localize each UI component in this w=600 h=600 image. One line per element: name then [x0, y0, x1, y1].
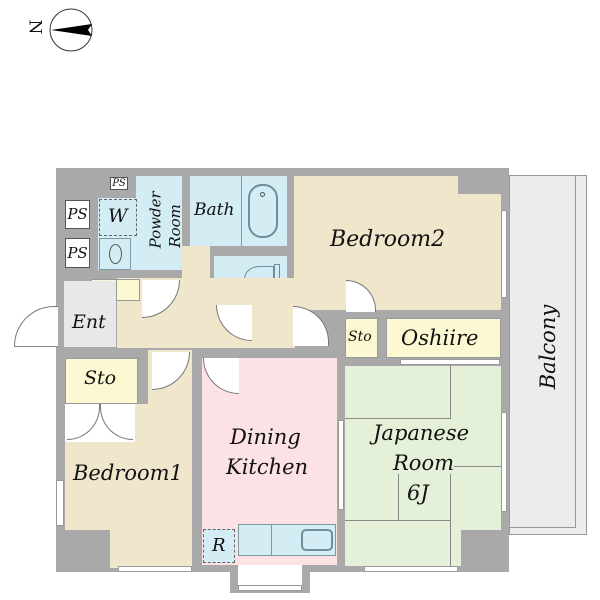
balcony-label: Balcony: [536, 304, 561, 390]
japanese-room: Japanese Room 6J: [345, 366, 501, 566]
japanese-room-right-window: [501, 412, 507, 512]
washer-label: W: [108, 205, 128, 227]
dining-side-window: [338, 420, 344, 510]
refrigerator: R: [203, 529, 235, 563]
column: [65, 530, 110, 568]
powder-room-label-line1: Powder: [146, 191, 165, 249]
balcony-inner-rail: [510, 176, 576, 528]
powder-room-label-line2: Room: [165, 204, 184, 248]
tatami-line: [345, 418, 451, 419]
japanese-room-bottom-window: [364, 566, 458, 572]
bedroom2: Bedroom2: [294, 176, 501, 310]
japanese-room-label-line2: Room: [393, 451, 455, 475]
dining-kitchen-door[interactable]: [203, 358, 239, 394]
bedroom1: Bedroom1: [65, 404, 192, 568]
japanese-room-label-line3: 6J: [407, 481, 429, 505]
storage-bedroom2: Sto: [345, 318, 378, 358]
entrance-door[interactable]: [14, 306, 58, 346]
hallway-ext: [182, 246, 210, 280]
refrigerator-label: R: [212, 535, 226, 556]
wall-segment: [138, 358, 148, 404]
door-leaf: [14, 346, 58, 347]
pipe-space: PS: [65, 200, 90, 229]
bath: Bath: [190, 176, 287, 246]
tatami-line: [345, 520, 451, 521]
kitchen-window: [238, 585, 302, 591]
compass: N: [22, 8, 102, 52]
pipe-space: PS: [110, 177, 128, 190]
bedroom1-bottom-window: [118, 566, 192, 572]
entrance: Ent: [64, 281, 116, 347]
storage-bedroom1-label: Sto: [84, 367, 117, 389]
kitchen-counter: [238, 524, 336, 556]
entrance-label: Ent: [72, 311, 106, 333]
compass-north-label: N: [24, 19, 45, 35]
japanese-room-label-line1: Japanese: [373, 421, 470, 445]
balcony: Balcony: [509, 175, 587, 535]
bedroom1-label: Bedroom1: [73, 461, 183, 485]
pipe-space: PS: [65, 238, 90, 268]
column: [458, 176, 501, 194]
bay-interior: [238, 565, 302, 585]
kitchen-sink-icon: [301, 529, 333, 551]
storage-bedroom2-label: Sto: [348, 329, 372, 345]
tatami-line: [450, 366, 451, 418]
tatami-line: [398, 466, 399, 520]
column: [461, 530, 501, 566]
japanese-room-top-window: [400, 359, 500, 365]
tatami-line: [450, 466, 451, 566]
storage-bedroom1: Sto: [65, 358, 138, 404]
dining-kitchen-label-line1: Dining: [230, 425, 301, 449]
bath-label: Bath: [194, 200, 235, 220]
wash-basin-icon: [99, 238, 131, 270]
dining-kitchen-label-line2: Kitchen: [226, 455, 309, 479]
oshiire: Oshiire: [386, 318, 501, 358]
washer: W: [99, 199, 137, 236]
bedroom1-side-window: [56, 480, 64, 526]
dining-kitchen: Dining Kitchen R: [202, 358, 337, 565]
bedroom2-label: Bedroom2: [330, 227, 446, 252]
bathtub-icon: [241, 176, 287, 246]
bedroom2-window: [501, 210, 507, 298]
oshiire-label: Oshiire: [401, 326, 479, 350]
north-arrow-icon: [49, 8, 93, 52]
exterior-space: [509, 168, 600, 176]
hallway-right: [250, 296, 294, 348]
